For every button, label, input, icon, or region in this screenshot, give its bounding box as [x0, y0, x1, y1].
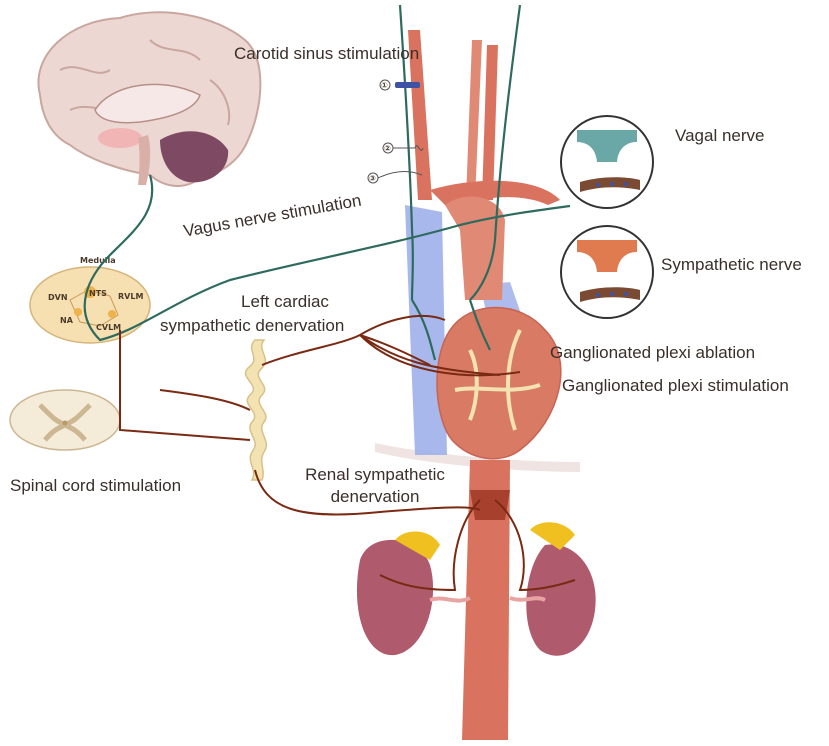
carotid-marker-1: ① [381, 81, 388, 90]
label-left-cardiac-line1: Left cardiac [241, 292, 329, 311]
diaphragm [375, 443, 580, 472]
nucleus-cvlm: CVLM [96, 323, 121, 332]
sympathetic-synapse-inset [560, 225, 654, 319]
sympathetic-pathways [119, 314, 576, 592]
arteries [408, 30, 560, 740]
label-vagal-nerve: Vagal nerve [675, 126, 765, 145]
nucleus-rvlm: RVLM [118, 292, 143, 301]
medulla-illustration: Medulla DVN NTS RVLM NA CVLM [29, 256, 151, 344]
spinal-cord-illustration [9, 389, 121, 451]
label-sympathetic-nerve: Sympathetic nerve [661, 255, 802, 274]
label-gp-ablation: Ganglionated plexi ablation [550, 343, 756, 362]
vagal-synapse-inset [560, 115, 654, 209]
nucleus-na: NA [60, 316, 74, 325]
label-left-cardiac-line2: sympathetic denervation [160, 316, 345, 335]
brain-illustration [37, 11, 262, 187]
kidneys [356, 522, 596, 656]
carotid-marker-3: ③ [369, 174, 376, 183]
label-renal-line2: denervation [330, 487, 420, 506]
label-renal-line1: Renal sympathetic [305, 465, 445, 484]
heart-illustration [436, 306, 562, 460]
label-gp-stimulation: Ganglionated plexi stimulation [562, 376, 789, 395]
label-carotid-sinus: Carotid sinus stimulation [234, 44, 420, 63]
medulla-title: Medulla [80, 256, 116, 265]
nucleus-dvn: DVN [48, 293, 68, 302]
nucleus-nts: NTS [89, 289, 107, 298]
label-spinal-cord: Spinal cord stimulation [10, 476, 182, 495]
carotid-stimulator-markers: ① ② ③ [367, 79, 424, 184]
vagal-pathways [83, 4, 571, 361]
carotid-marker-2: ② [384, 144, 391, 153]
sympathetic-chain [244, 339, 267, 481]
